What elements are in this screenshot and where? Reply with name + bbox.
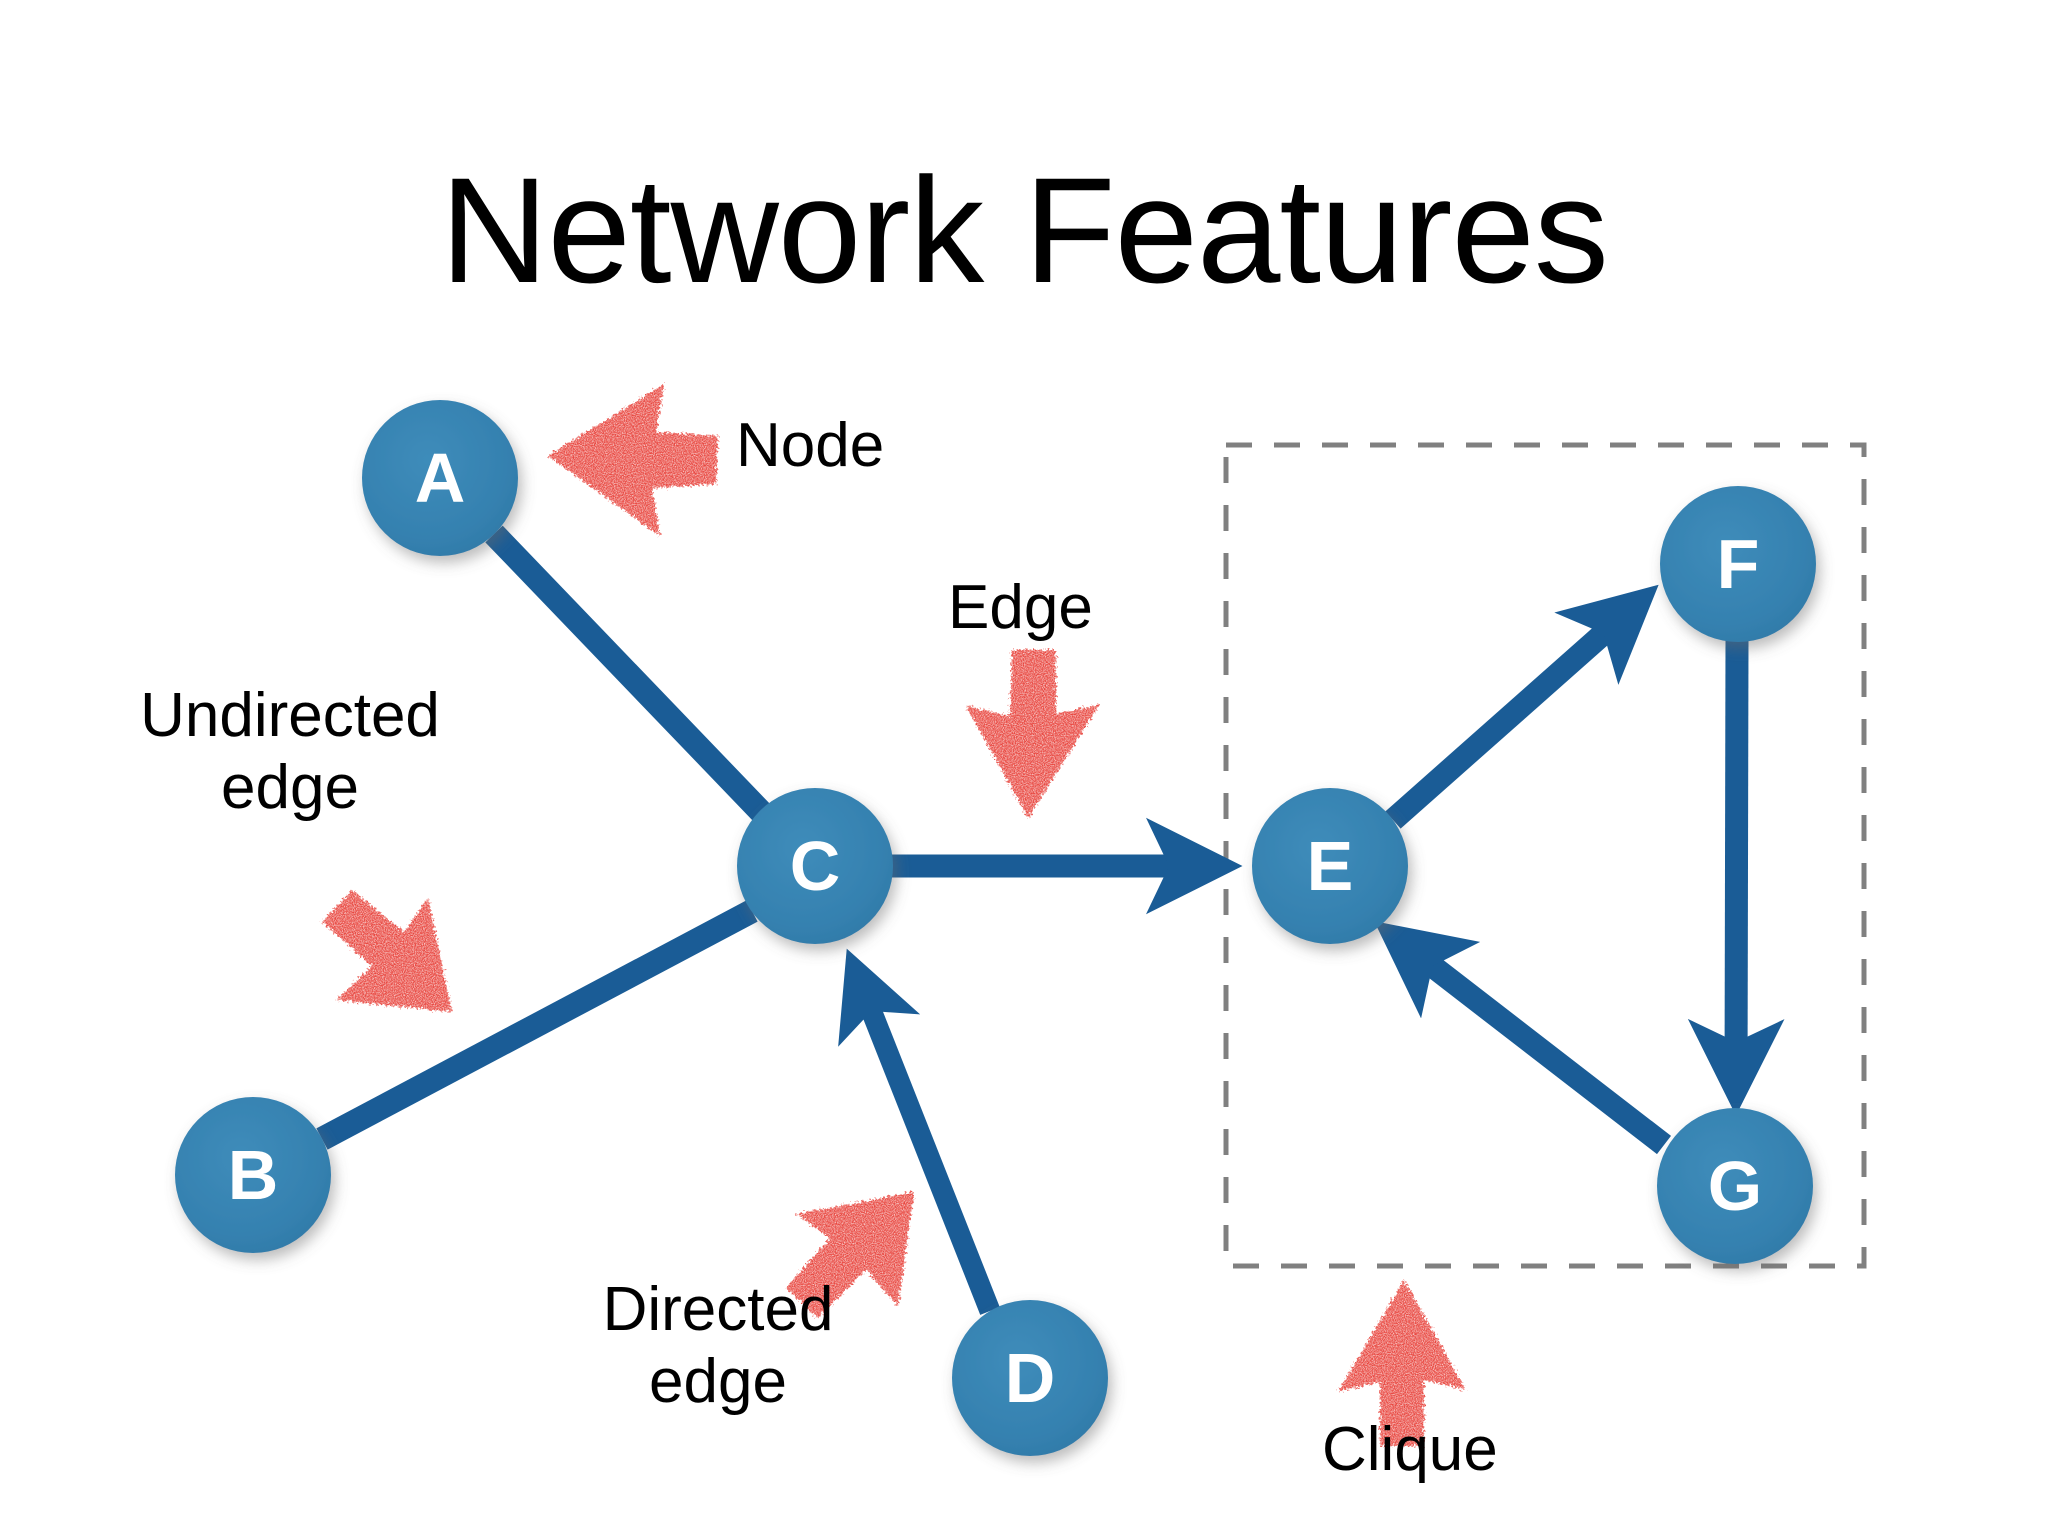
edge-d-c [838,948,1000,1315]
arrow-up-icon [1338,1280,1466,1446]
node-label-a: A [415,439,466,517]
graph-node-e[interactable]: E [1252,788,1408,944]
edge-b-c [316,900,758,1150]
annotation-label-undirected-edge: Undirected edge [140,681,440,822]
arrow-down-right-icon [322,890,452,1012]
annotation-label-node: Node [736,411,885,480]
edge-a-c [485,525,773,824]
graph-node-g[interactable]: G [1657,1108,1813,1264]
graph-node-c[interactable]: C [737,788,893,944]
graph-node-a[interactable]: A [362,400,518,556]
node-label-d: D [1005,1339,1056,1417]
graph-node-b[interactable]: B [175,1097,331,1253]
node-label-f: F [1717,525,1760,603]
annotation-arrow-layer [322,384,1466,1446]
node-label-g: G [1708,1147,1762,1225]
node-label-e: E [1307,827,1354,905]
annotation-label-edge: Edge [948,573,1093,642]
page-title: Network Features [440,146,1609,314]
annotation-label-clique: Clique [1322,1415,1498,1484]
arrow-down-icon [966,650,1100,818]
arrow-left-icon [548,384,718,536]
node-label-b: B [228,1136,279,1214]
edge-g-e [1374,921,1672,1155]
node-label-c: C [790,827,841,905]
edge-f-g [1687,639,1785,1116]
graph-node-d[interactable]: D [952,1300,1108,1456]
edge-layer [316,525,1785,1315]
graph-node-f[interactable]: F [1660,486,1816,642]
node-layer: A B C D E F G [175,400,1816,1456]
arrow-up-right-icon [786,1192,914,1318]
annotation-label-directed-edge: Directed edge [602,1275,834,1416]
edge-e-f [1385,584,1659,829]
